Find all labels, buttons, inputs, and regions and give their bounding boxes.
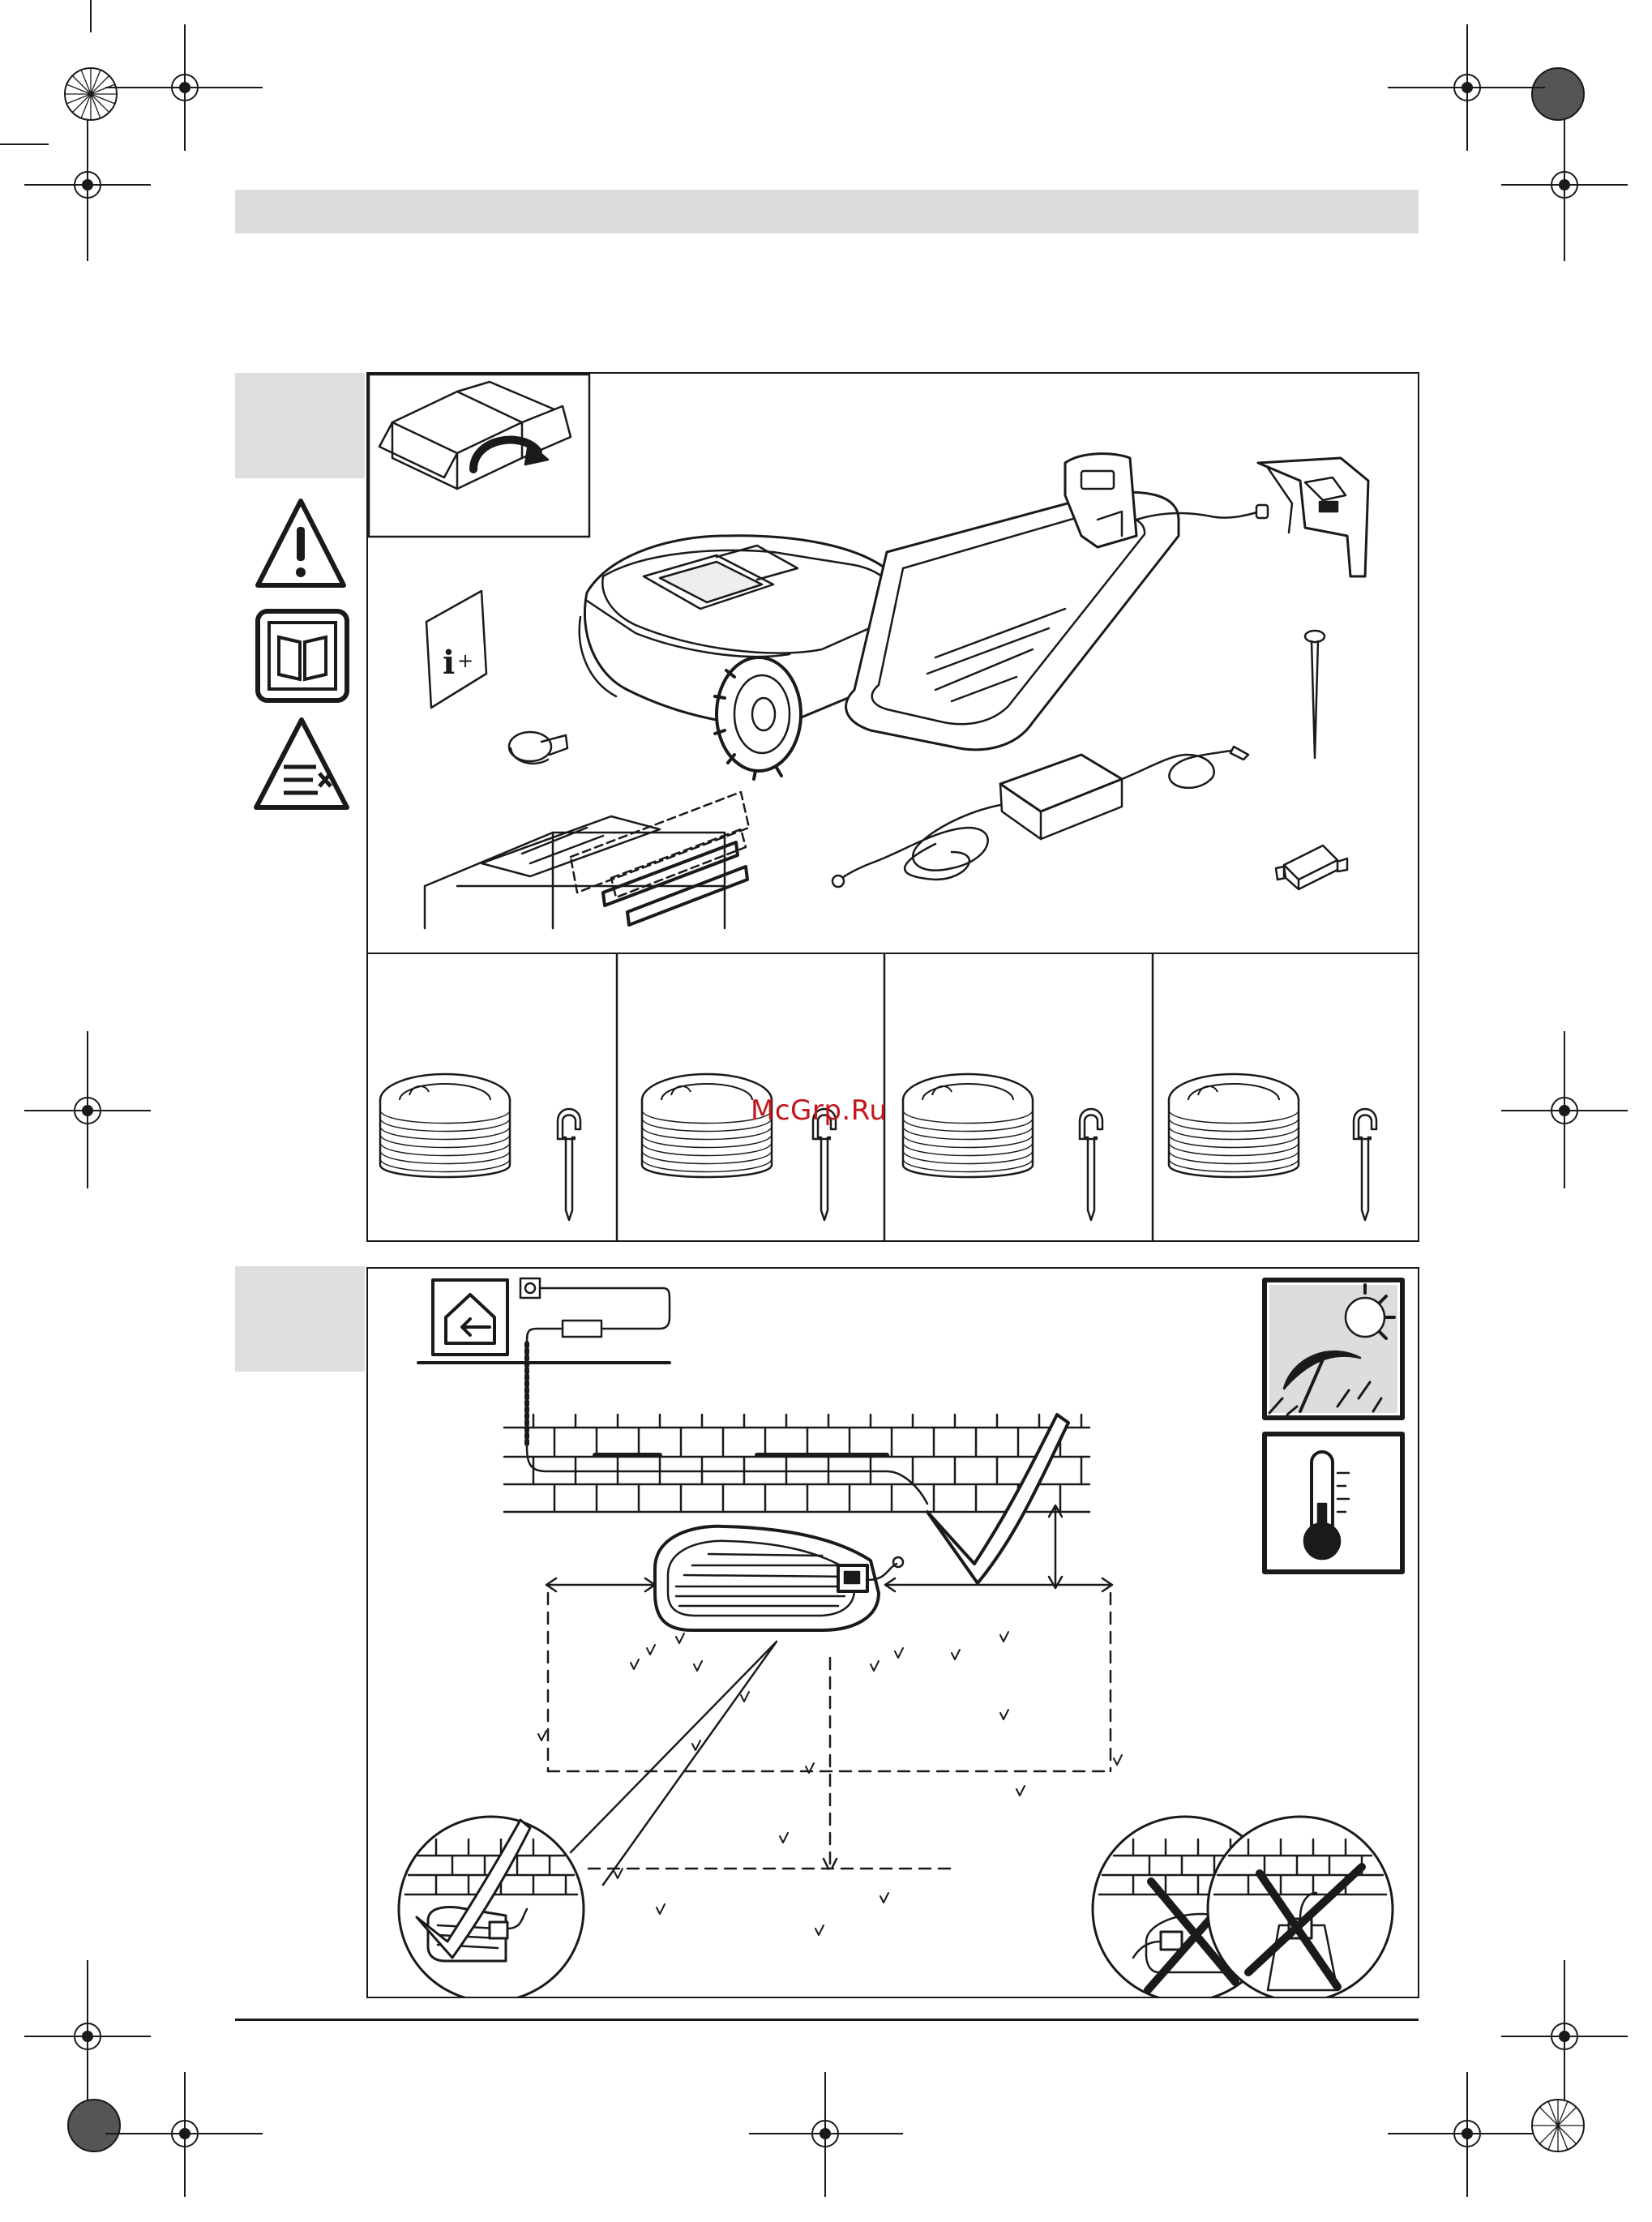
docking-station-topview xyxy=(655,1526,903,1630)
labels-card xyxy=(425,792,749,928)
inset-correct xyxy=(399,1817,584,1997)
figure-1-variants xyxy=(366,953,1419,1242)
figure-1-tab xyxy=(235,373,365,478)
check-mark-icon xyxy=(927,1415,1068,1583)
svg-text:i: i xyxy=(443,644,455,682)
thermometer-icon xyxy=(1265,1434,1402,1572)
info-booklet: i + xyxy=(426,591,486,708)
cable-connector xyxy=(1276,846,1347,889)
charging-cover xyxy=(1258,458,1368,576)
variants-drawing xyxy=(368,954,1418,1240)
figure-1-panel: i + xyxy=(366,372,1419,954)
read-manual-icon xyxy=(255,608,350,704)
brick-wall xyxy=(504,1415,1089,1512)
warning-triangle-icon xyxy=(253,494,349,592)
peg xyxy=(1305,631,1325,758)
variant-4-items xyxy=(1169,1074,1376,1220)
variant-1-items xyxy=(380,1074,580,1220)
inset-wrong-2 xyxy=(1208,1817,1393,1997)
mower-wheel xyxy=(715,657,801,779)
figure-2-panel xyxy=(366,1267,1419,1998)
watermark: McGrp.Ru xyxy=(751,1094,887,1127)
svg-text:+: + xyxy=(457,649,473,672)
figure-2-drawing xyxy=(368,1269,1418,1997)
figure-2-tab xyxy=(235,1266,365,1372)
docking-station xyxy=(846,454,1268,750)
variant-3-items xyxy=(903,1074,1102,1220)
power-supply-unit xyxy=(832,747,1248,887)
figure-1-drawing: i + xyxy=(368,374,1418,953)
bottom-rule xyxy=(235,2019,1419,2021)
header-bar xyxy=(235,190,1419,233)
key-plug xyxy=(509,732,567,764)
dispose-hazard-icon xyxy=(251,715,352,812)
sun-rain-umbrella-icon xyxy=(1265,1280,1402,1418)
house-power-icon xyxy=(418,1278,927,1504)
